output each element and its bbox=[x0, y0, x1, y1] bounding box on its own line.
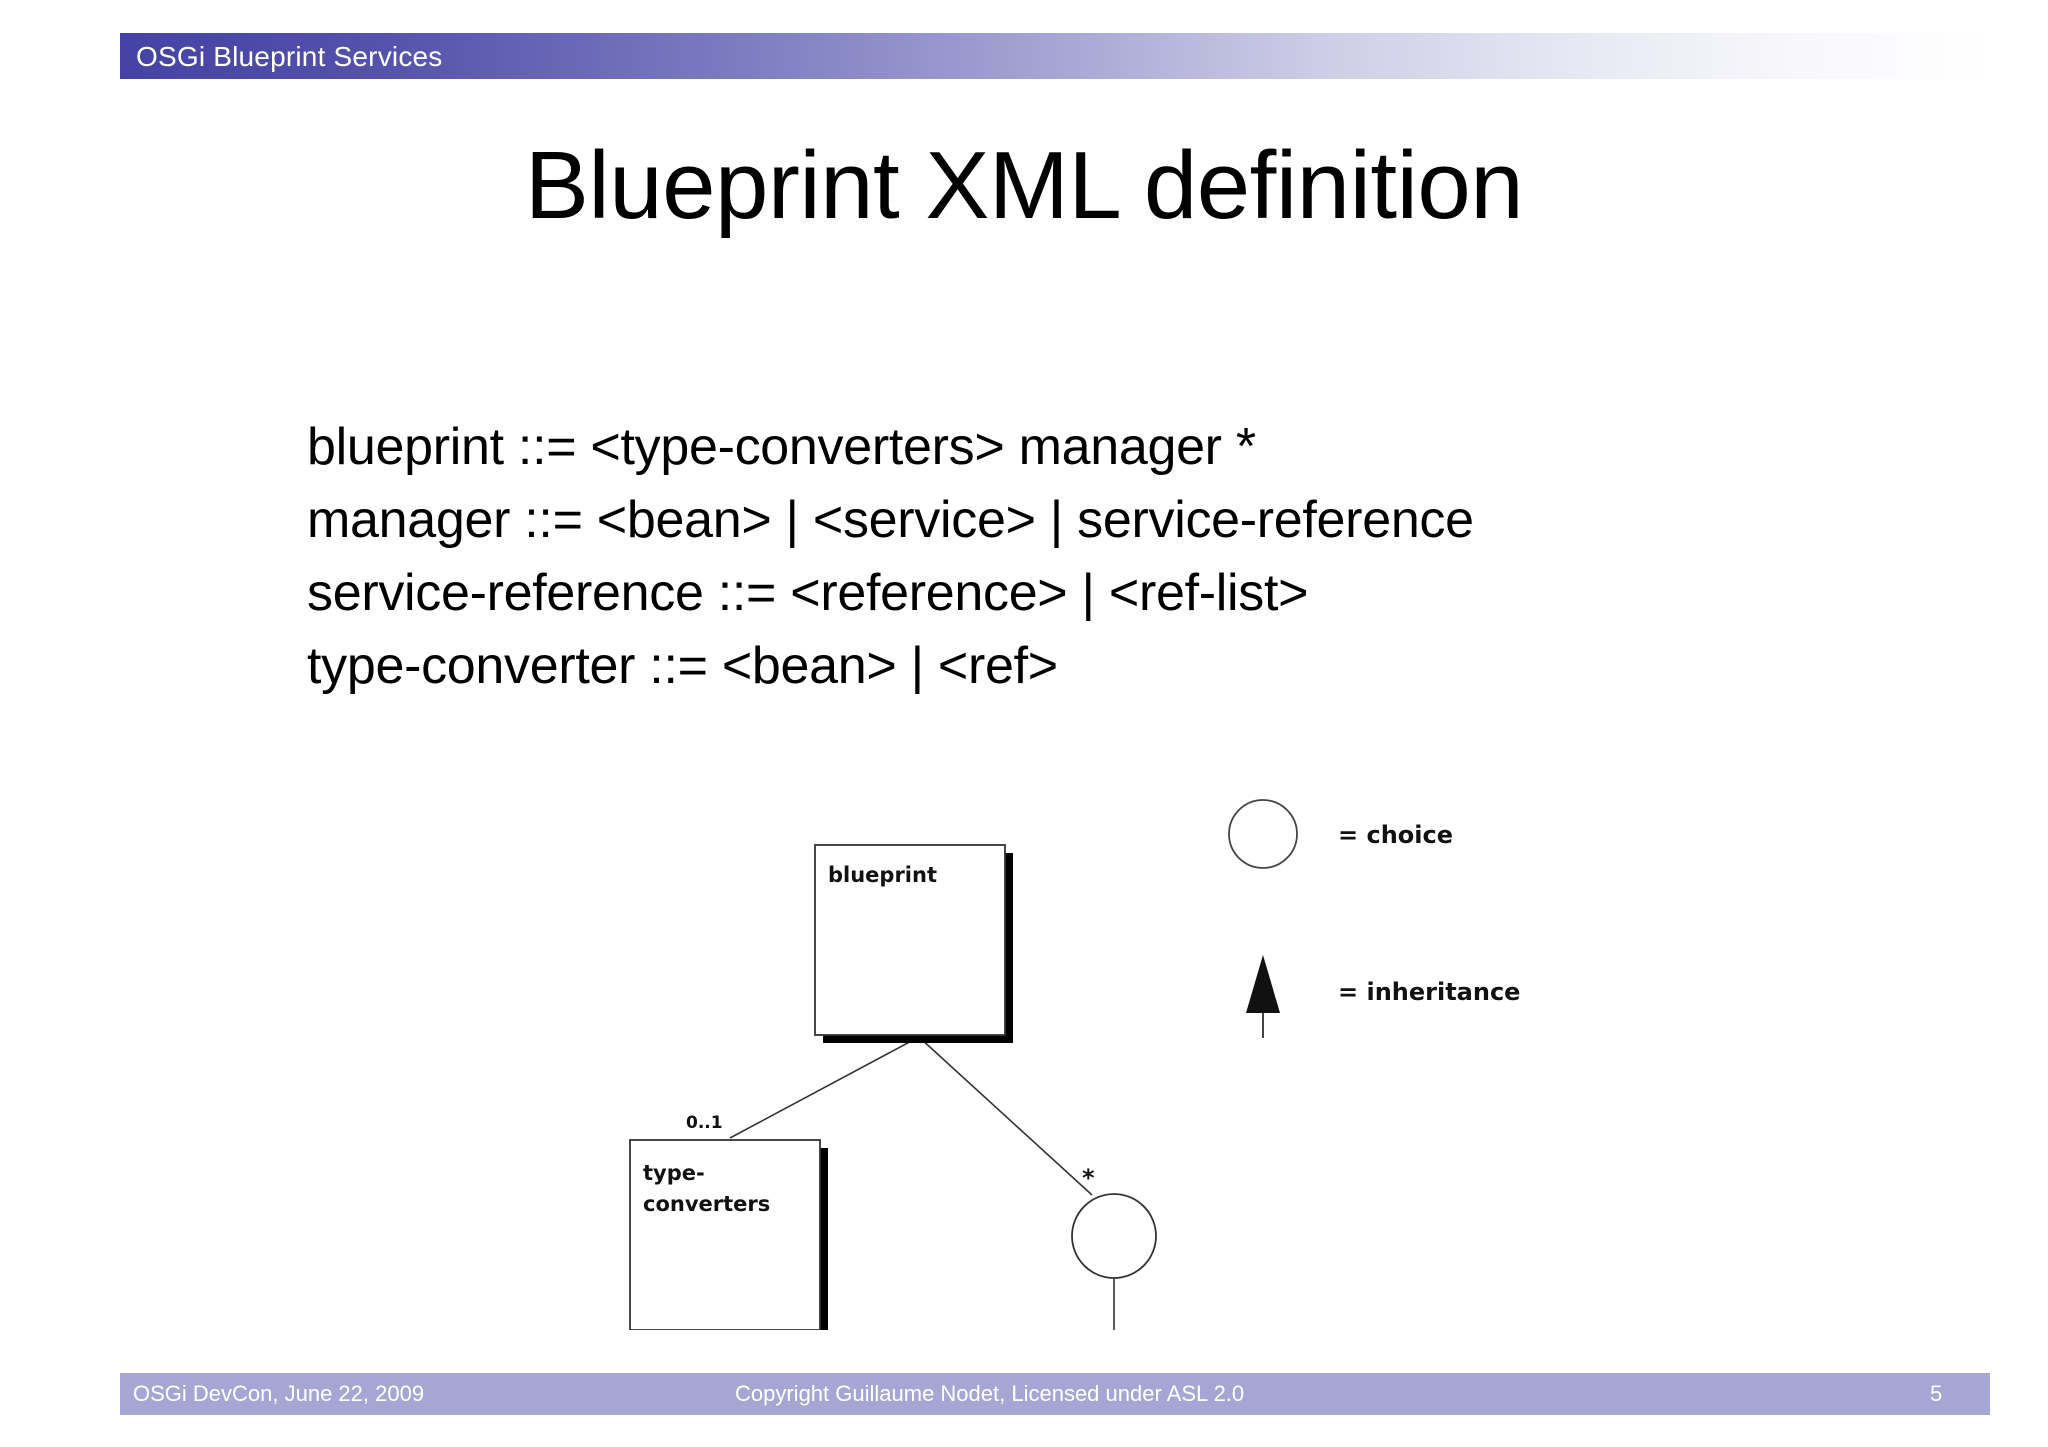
diagram-connectors bbox=[726, 1037, 1115, 1330]
edge-blueprint-typeconverters bbox=[729, 1037, 918, 1139]
blueprint-box bbox=[814, 844, 1006, 1036]
typeconverters-label-line2: converters bbox=[643, 1192, 770, 1216]
edge-label-star-manager: * bbox=[1082, 1164, 1095, 1192]
diagram-node-type-converters: type- converters bbox=[629, 1139, 828, 1330]
grammar-line-2: manager ::= <bean> | <service> | service… bbox=[307, 491, 1474, 549]
typeconverters-label-line1: type- bbox=[643, 1161, 705, 1185]
legend-choice-label: = choice bbox=[1338, 821, 1453, 849]
edge-label-0..1: 0..1 bbox=[686, 1113, 723, 1133]
choice-circle-manager bbox=[1071, 1193, 1157, 1279]
footer-copyright: Copyright Guillaume Nodet, Licensed unde… bbox=[735, 1381, 1245, 1406]
footer-bar bbox=[120, 1373, 1990, 1415]
legend-choice-icon bbox=[1228, 799, 1298, 869]
edge-blueprint-managerchoice bbox=[919, 1037, 1093, 1196]
grammar-line-4: type-converter ::= <bean> | <ref> bbox=[307, 637, 1058, 695]
page-title: Blueprint XML definition bbox=[524, 132, 1524, 239]
grammar-line-3: service-reference ::= <reference> | <ref… bbox=[307, 564, 1309, 622]
diagram-legend: = choice = inheritance bbox=[1228, 799, 1520, 1038]
footer-page-number: 5 bbox=[1930, 1381, 1943, 1406]
footer-event-date: OSGi DevCon, June 22, 2009 bbox=[133, 1381, 425, 1406]
blueprint-label: blueprint bbox=[828, 863, 937, 887]
header-bar bbox=[120, 33, 1990, 79]
legend-inheritance-icon bbox=[1246, 955, 1280, 1013]
legend-inheritance-label: = inheritance bbox=[1338, 978, 1520, 1006]
blueprint-structure-diagram: blueprint type- converters 0..1 * * bean bbox=[480, 770, 1600, 1330]
header-section-label: OSGi Blueprint Services bbox=[136, 41, 443, 72]
typeconverters-box bbox=[629, 1139, 821, 1330]
diagram-svg: blueprint type- converters 0..1 * * bean bbox=[629, 799, 1520, 1330]
grammar-block: blueprint ::= <type-converters> manager … bbox=[307, 411, 1807, 703]
diagram-node-blueprint: blueprint bbox=[814, 844, 1013, 1043]
grammar-line-1: blueprint ::= <type-converters> manager … bbox=[307, 418, 1256, 476]
